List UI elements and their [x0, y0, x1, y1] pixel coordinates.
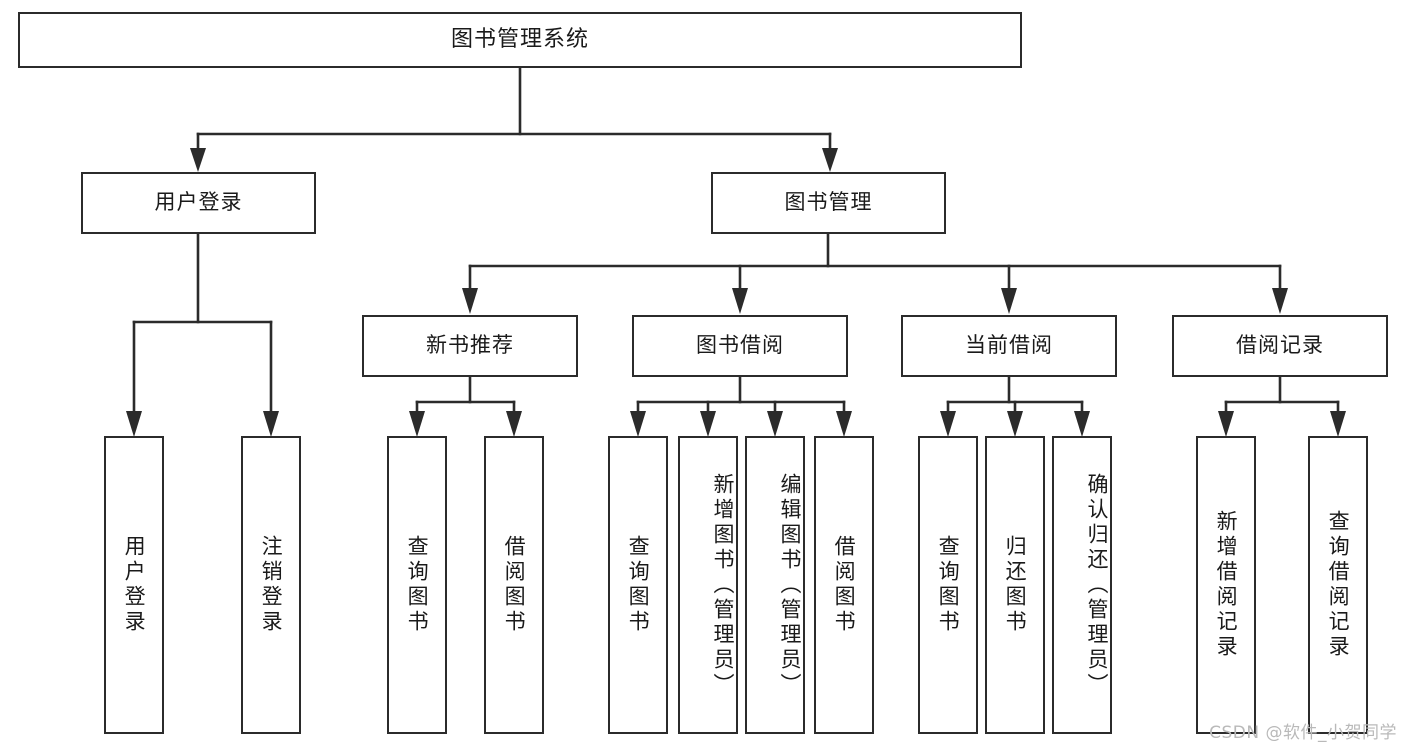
node-user-login[interactable]: 用户登录	[81, 172, 316, 234]
leaf-current-query-book[interactable]: 查询图书	[918, 436, 978, 734]
node-label: 注销登录	[259, 535, 284, 635]
leaf-user-login-login[interactable]: 用户登录	[104, 436, 164, 734]
csdn-watermark: CSDN @软件_小贺同学	[1209, 723, 1397, 743]
node-label: 查询图书	[405, 535, 430, 635]
node-label: 图书管理系统	[450, 26, 589, 52]
node-label: 借阅图书	[832, 535, 857, 635]
node-label: 图书借阅	[696, 333, 784, 358]
node-label: 借阅记录	[1236, 333, 1324, 358]
node-root-system[interactable]: 图书管理系统	[18, 12, 1022, 68]
node-label: 新书推荐	[426, 333, 514, 358]
node-book-management[interactable]: 图书管理	[711, 172, 946, 234]
leaf-record-add-record[interactable]: 新增借阅记录	[1196, 436, 1256, 734]
node-label: 用户登录	[154, 190, 243, 215]
node-label: 查询图书	[936, 535, 961, 635]
leaf-user-login-logout[interactable]: 注销登录	[241, 436, 301, 734]
leaf-record-query-record[interactable]: 查询借阅记录	[1308, 436, 1368, 734]
node-new-book-recommend[interactable]: 新书推荐	[362, 315, 578, 377]
node-label: 查询借阅记录	[1326, 510, 1351, 660]
leaf-borrow-add-book[interactable]: 新增图书（管理员）	[678, 436, 738, 734]
node-label: 当前借阅	[965, 333, 1053, 358]
node-book-borrow[interactable]: 图书借阅	[632, 315, 848, 377]
node-label: 图书管理	[784, 190, 873, 215]
node-label: 用户登录	[122, 535, 147, 635]
node-label: 查询图书	[626, 535, 651, 635]
leaf-borrow-borrow-book[interactable]: 借阅图书	[814, 436, 874, 734]
node-current-borrow[interactable]: 当前借阅	[901, 315, 1117, 377]
leaf-recommend-borrow-book[interactable]: 借阅图书	[484, 436, 544, 734]
leaf-recommend-query-book[interactable]: 查询图书	[387, 436, 447, 734]
node-label: 新增借阅记录	[1214, 510, 1239, 660]
node-borrow-record[interactable]: 借阅记录	[1172, 315, 1388, 377]
node-label: 借阅图书	[502, 535, 527, 635]
leaf-current-confirm-return[interactable]: 确认归还（管理员）	[1052, 436, 1112, 734]
node-label: 新增图书（管理员）	[711, 472, 735, 698]
node-label: 编辑图书（管理员）	[778, 472, 802, 698]
node-label: 归还图书	[1003, 535, 1028, 635]
node-label: 确认归还（管理员）	[1085, 472, 1109, 698]
leaf-current-return-book[interactable]: 归还图书	[985, 436, 1045, 734]
leaf-borrow-query-book[interactable]: 查询图书	[608, 436, 668, 734]
leaf-borrow-edit-book[interactable]: 编辑图书（管理员）	[745, 436, 805, 734]
